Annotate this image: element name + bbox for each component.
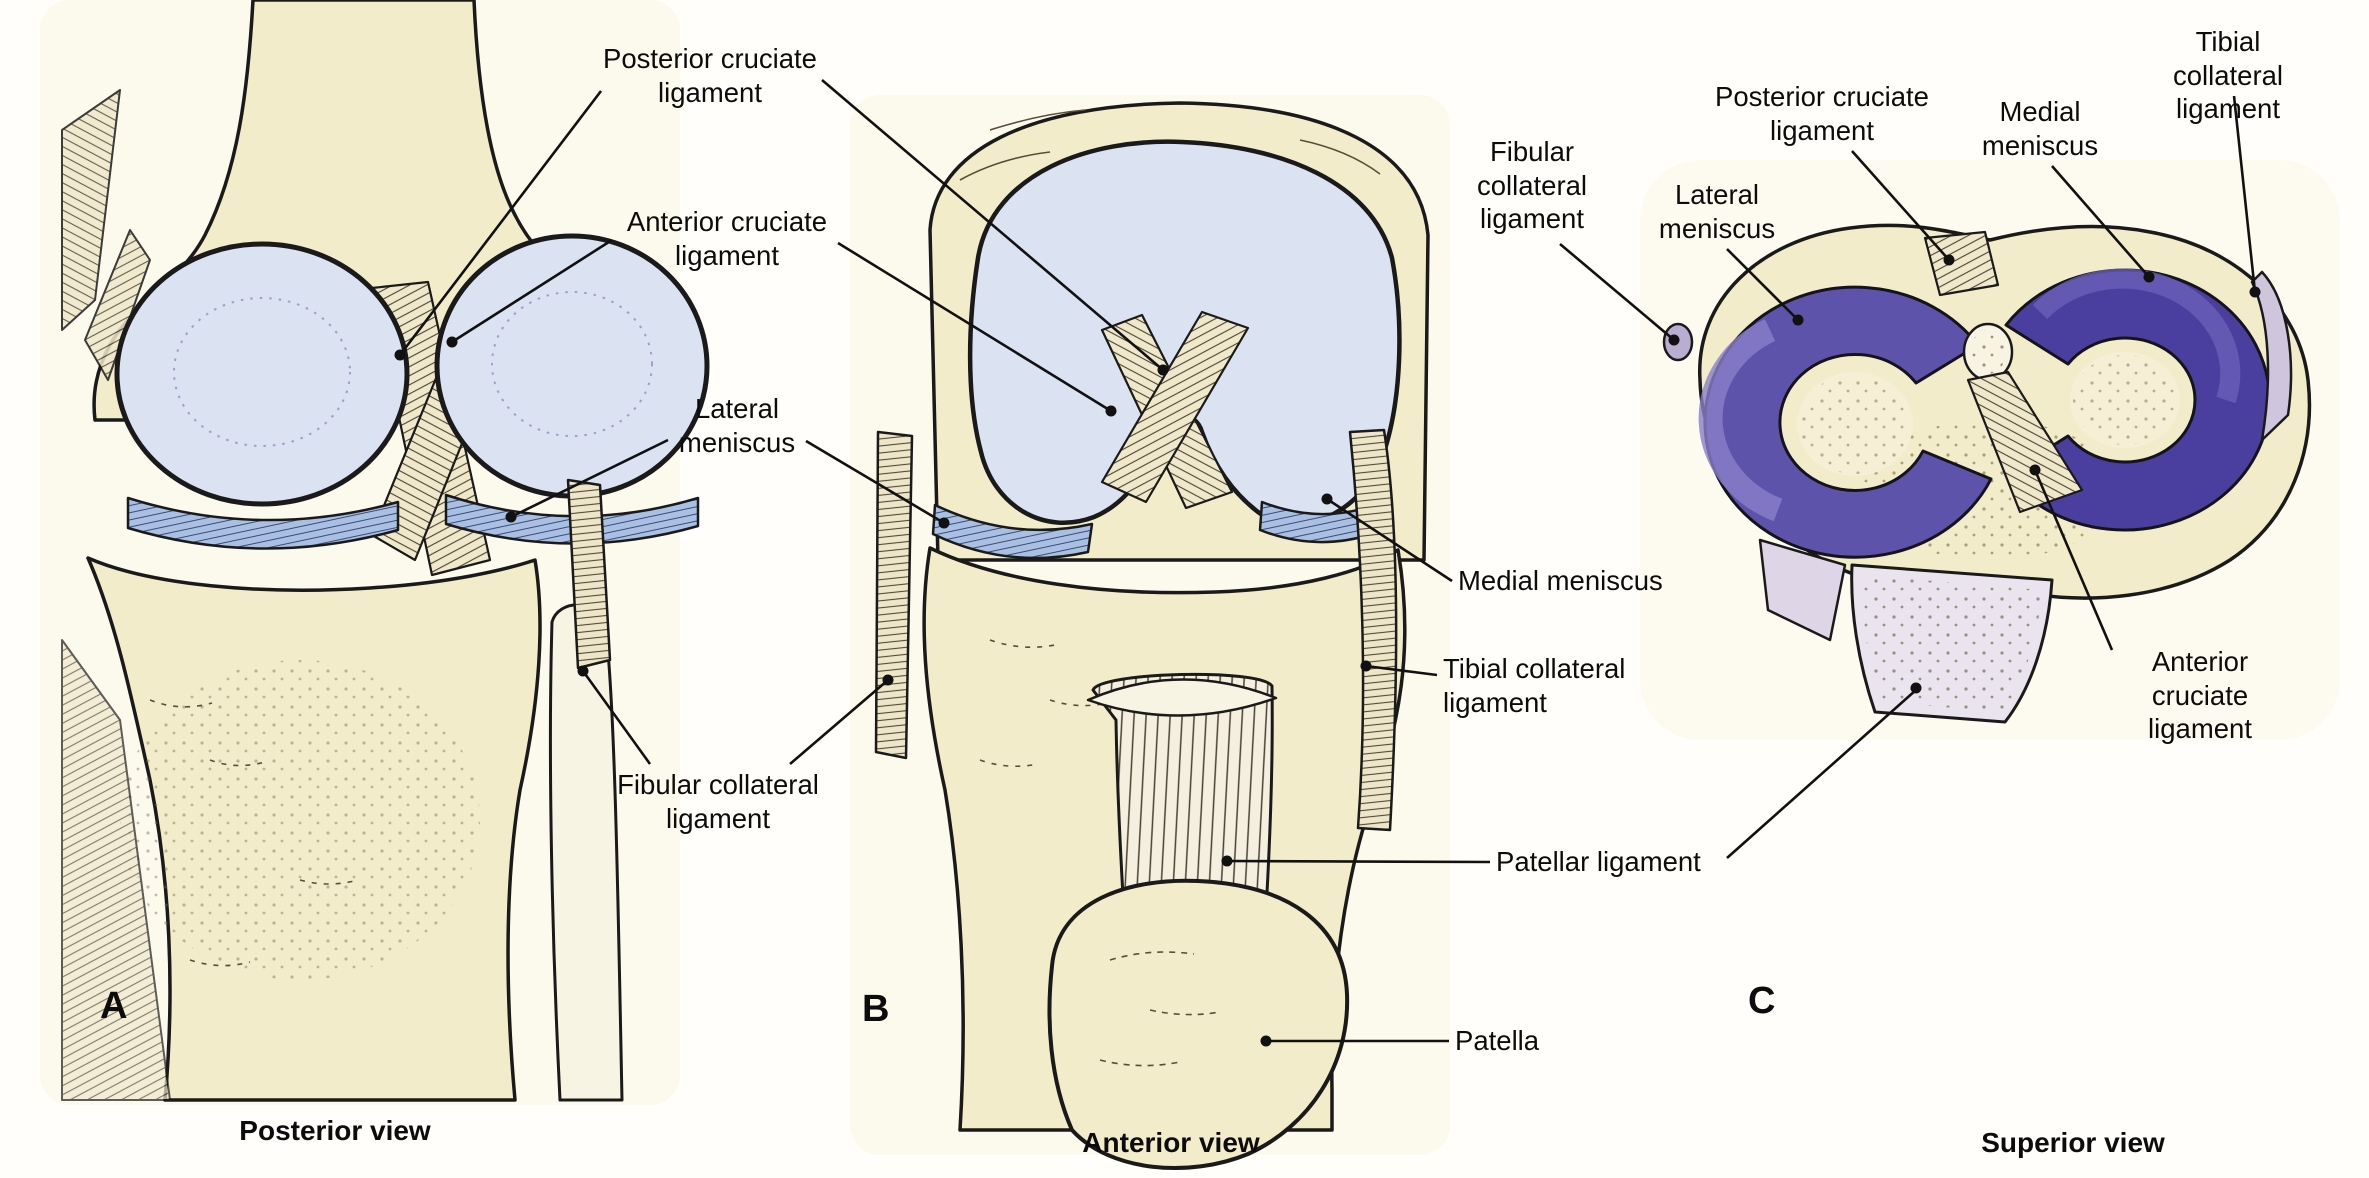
lateral-meniscus-highlight xyxy=(1698,319,1783,522)
fibula-posterior xyxy=(548,603,624,1102)
leader-lines xyxy=(394,79,2261,1047)
lateral-meniscus-b xyxy=(931,503,1094,560)
label-fibular-collateral-ligament-c: Fibular collateral ligament xyxy=(1476,136,1588,235)
patellar-ligament-c-dots xyxy=(1861,575,2042,712)
patella-texture xyxy=(1099,951,1221,1067)
leader-fibular-collateral-a xyxy=(577,665,652,765)
patellar-surface-cartilage xyxy=(967,139,1402,527)
label-lateral-meniscus-ab: Lateral meniscus xyxy=(678,393,796,458)
posterior-cruciate-ligament-c xyxy=(1923,230,2000,297)
leader-posterior-cruciate-c xyxy=(1851,150,1955,266)
muscle-fibers-edge-left xyxy=(84,229,151,381)
muscle-fibers-left xyxy=(61,89,121,331)
meniscus-strip-left-a xyxy=(126,496,400,550)
leader-fibular-collateral-b xyxy=(789,674,894,765)
label-medial-meniscus-b: Medial meniscus xyxy=(1458,565,1663,596)
panel-a-posterior-knee xyxy=(61,0,710,1102)
label-posterior-cruciate-ligament-c: Posterior cruciate ligament xyxy=(1715,81,1929,146)
leader-fibular-collateral-c xyxy=(1559,243,1680,346)
leader-medial-meniscus-c xyxy=(2051,165,2155,283)
femur-texture xyxy=(959,109,1381,181)
label-anterior-cruciate-ligament-ab: Anterior cruciate ligament xyxy=(626,206,828,271)
fibular-collateral-ligament-a xyxy=(566,478,612,670)
leader-anterior-cruciate-b xyxy=(837,241,1117,417)
leader-patellar-ligament-c xyxy=(1726,682,1922,859)
tibial-collateral-ligament-b xyxy=(1348,428,1398,832)
tibial-collateral-ligament-c xyxy=(2250,270,2293,442)
label-patellar-ligament-bc: Patellar ligament xyxy=(1496,846,1701,877)
leader-tibial-collateral-c xyxy=(2232,95,2261,298)
anterior-cruciate-ligament-c xyxy=(1966,370,2084,514)
label-patella-b: Patella xyxy=(1455,1025,1540,1056)
leader-patella-b xyxy=(1260,1035,1449,1047)
panel-b-anterior-knee xyxy=(874,101,1430,1171)
medial-meniscus-highlight xyxy=(2032,268,2241,404)
panel-c-superior-tibial-plateau xyxy=(1662,223,2312,724)
cruciate-stump-dots xyxy=(1970,330,2006,374)
patella xyxy=(1047,878,1350,1171)
small-flap-c xyxy=(1758,538,1847,642)
leader-medial-meniscus-b xyxy=(1321,493,1453,583)
label-tibial-collateral-ligament-c: Tibial collateral ligament xyxy=(2172,26,2284,125)
leader-posterior-cruciate-b xyxy=(821,79,1169,376)
medial-plateau-dots xyxy=(2073,355,2177,445)
leader-lateral-meniscus-c xyxy=(1726,248,1804,326)
leader-lateral-meniscus-a xyxy=(505,438,669,523)
label-anterior-cruciate-ligament-c: Anterior cruciate ligament xyxy=(2148,646,2252,745)
patellar-ligament-cut-edge xyxy=(1086,678,1278,717)
panel-letter-c: C xyxy=(1748,980,1776,1022)
posterior-cruciate-ligament-b xyxy=(1100,310,1250,504)
muscle-fibers-lower-left xyxy=(61,639,171,1101)
panel-letter-a: A xyxy=(100,985,128,1027)
label-tibial-collateral-ligament-b: Tibial collateral ligament xyxy=(1443,653,1626,718)
leader-tibial-collateral-b xyxy=(1360,660,1438,677)
leader-anterior-cruciate-a xyxy=(446,238,613,348)
caption-superior-view: Superior view xyxy=(1981,1127,2165,1158)
tibia-texture-b xyxy=(979,639,1113,768)
fibular-collateral-ligament-b xyxy=(874,430,914,760)
leader-anterior-cruciate-c xyxy=(2029,464,2114,651)
caption-anterior-view: Anterior view xyxy=(1082,1127,1260,1158)
label-lateral-meniscus-c: Lateral meniscus xyxy=(1658,179,1776,244)
leader-lateral-meniscus-b xyxy=(805,439,950,529)
femoral-condyles-posterior xyxy=(114,233,710,507)
caption-posterior-view: Posterior view xyxy=(239,1115,431,1146)
label-medial-meniscus-c: Medial meniscus xyxy=(1981,96,2099,161)
lateral-plateau-dots xyxy=(1800,374,1910,474)
panel-letter-b: B xyxy=(862,988,890,1030)
leader-patellar-ligament-b xyxy=(1221,855,1491,867)
label-fibular-collateral-ligament-ab: Fibular collateral ligament xyxy=(617,769,819,834)
label-posterior-cruciate-ligament-ab: Posterior cruciate ligament xyxy=(603,43,817,108)
lateral-meniscus-c xyxy=(1703,285,1993,559)
leader-posterior-cruciate-a xyxy=(394,90,603,361)
tibia-texture xyxy=(149,699,359,967)
tibia-speckle xyxy=(120,660,480,980)
